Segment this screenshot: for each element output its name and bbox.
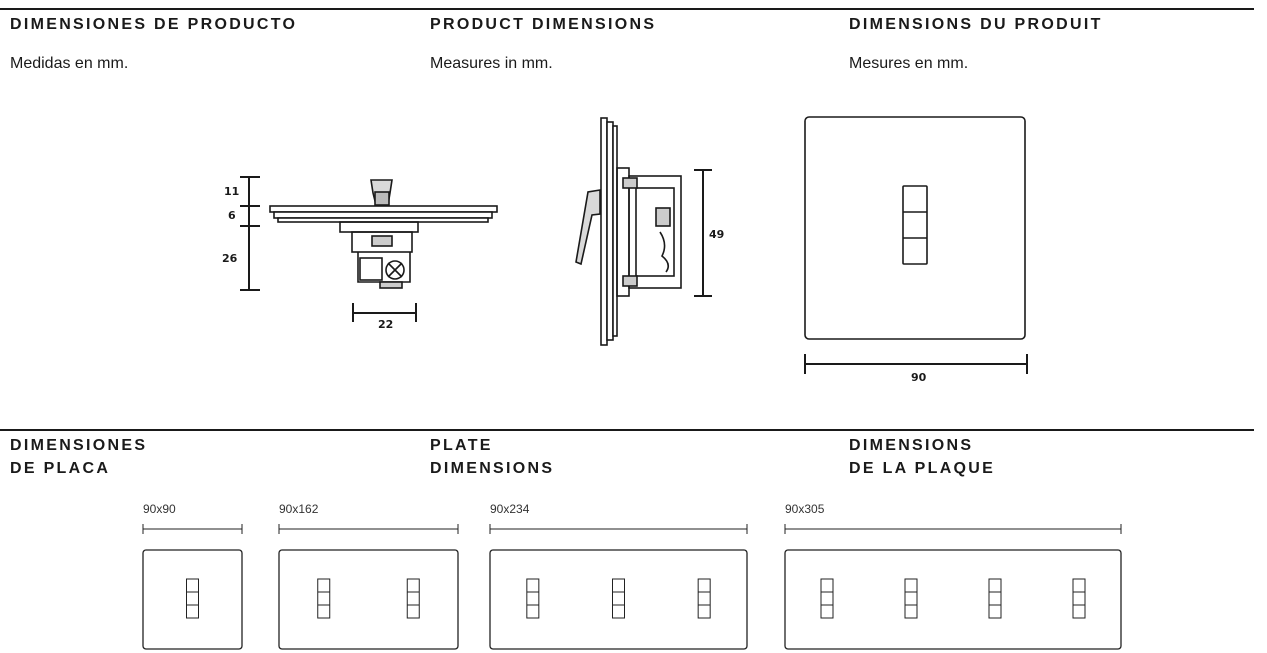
plate-outline (142, 549, 243, 650)
plate-heading-es: DIMENSIONES DE PLACA (10, 434, 147, 480)
dim-front-width-label: 90 (911, 371, 927, 384)
switch-module (406, 578, 420, 619)
plate-diagram (489, 524, 748, 650)
plate-heading-en-line1: PLATE (430, 437, 493, 454)
dim-top-height-label: 11 (224, 185, 239, 198)
plate-diagram (142, 524, 243, 650)
plate-heading-en: PLATE DIMENSIONS (430, 434, 554, 480)
switch-module (612, 578, 625, 619)
top-rule (0, 8, 1254, 10)
plate-outline (278, 549, 459, 650)
side-view-dimensions (694, 169, 712, 297)
side-view-drawing (575, 117, 682, 346)
switch-module (317, 578, 331, 619)
switch-module (988, 578, 1002, 619)
switch-module (904, 578, 918, 619)
plate-heading-fr-line2: DE LA PLAQUE (849, 460, 996, 477)
switch-module (1072, 578, 1086, 619)
plate-size-label: 90x90 (143, 502, 176, 516)
plate-diagram (784, 524, 1122, 650)
front-view-dimensions (804, 354, 1028, 374)
plate-size-label: 90x234 (490, 502, 530, 516)
front-view-drawing (804, 116, 1026, 340)
plate-heading-es-line1: DIMENSIONES (10, 437, 148, 454)
top-view-drawing (269, 179, 498, 289)
plate-heading-fr: DIMENSIONS DE LA PLAQUE (849, 434, 995, 480)
top-view-dimensions (240, 176, 417, 322)
dim-base-width-label: 22 (378, 318, 393, 331)
plate-diagram (278, 524, 459, 650)
switch-module (526, 578, 540, 619)
middle-rule (0, 429, 1254, 431)
dim-plate-thickness-label: 6 (228, 209, 236, 222)
units-note-fr: Mesures en mm. (849, 55, 969, 72)
dim-depth-label: 26 (222, 252, 238, 265)
product-heading-es: DIMENSIONES DE PRODUCTO (10, 16, 298, 33)
plate-size-label: 90x162 (279, 502, 319, 516)
switch-module (186, 578, 199, 619)
plate-size-label: 90x305 (785, 502, 825, 516)
plate-heading-fr-line1: DIMENSIONS (849, 437, 974, 454)
plate-outline (784, 549, 1122, 650)
product-heading-en: PRODUCT DIMENSIONS (430, 16, 657, 33)
units-note-es: Medidas en mm. (10, 55, 129, 72)
switch-module (820, 578, 834, 619)
plate-outline (489, 549, 748, 650)
plate-heading-es-line2: DE PLACA (10, 460, 111, 477)
dim-side-height-label: 49 (709, 228, 724, 241)
units-note-en: Measures in mm. (430, 55, 553, 72)
plate-heading-en-line2: DIMENSIONS (430, 460, 555, 477)
switch-module (697, 578, 711, 619)
product-drawings: 11 6 26 22 49 90 (222, 116, 1028, 384)
product-heading-fr: DIMENSIONS DU PRODUIT (849, 16, 1103, 33)
